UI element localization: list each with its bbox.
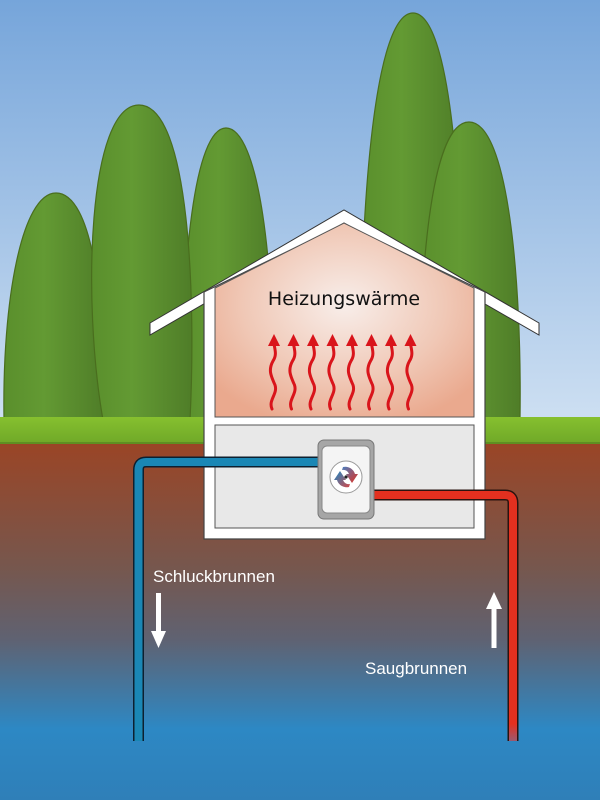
pipe-blue-fill bbox=[134, 458, 320, 741]
roof bbox=[149, 209, 540, 336]
heat-arrow-icon bbox=[326, 334, 339, 411]
heat-arrow-icon bbox=[385, 334, 397, 411]
room-label: Heizungswärme bbox=[268, 288, 420, 310]
pipes bbox=[133, 456, 519, 741]
heat-exchange-cycle-icon bbox=[329, 460, 363, 494]
pipe-red-fill bbox=[372, 491, 517, 741]
heat-arrows bbox=[268, 334, 417, 411]
heat-arrow-icon bbox=[307, 334, 319, 411]
return-well-label: Schluckbrunnen bbox=[153, 567, 275, 586]
supply-well-label: Saugbrunnen bbox=[365, 659, 467, 678]
heat-arrow-icon bbox=[365, 334, 378, 411]
heat-pump-unit bbox=[317, 439, 375, 520]
up-arrow-icon bbox=[486, 592, 502, 648]
heat-arrow-icon bbox=[287, 334, 300, 411]
heat-arrow-icon bbox=[346, 334, 358, 411]
upper-room bbox=[214, 222, 475, 418]
heat-arrow-icon bbox=[404, 334, 417, 411]
heat-arrow-icon bbox=[268, 334, 280, 411]
down-arrow-icon bbox=[151, 593, 166, 648]
